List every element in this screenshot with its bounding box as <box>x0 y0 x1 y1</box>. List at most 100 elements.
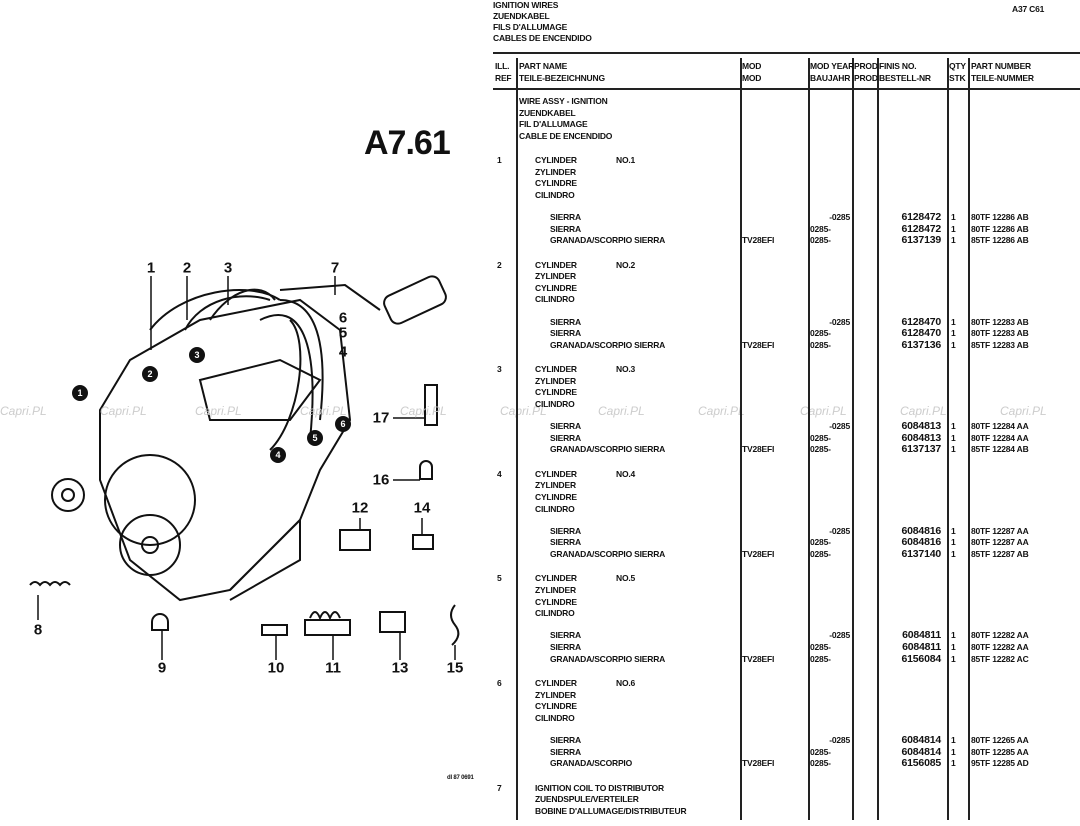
variant-name: GRANADA/SCORPIO SIERRA <box>550 444 666 455</box>
column-header: BAUJAHR <box>810 73 851 83</box>
quantity: 1 <box>951 421 956 432</box>
column-divider <box>808 58 810 820</box>
callout-label: 12 <box>351 499 369 517</box>
column-header: ILL. <box>495 61 510 71</box>
quantity: 1 <box>951 746 956 757</box>
model-year: -0285 <box>829 212 850 222</box>
model-year: -0285 <box>829 735 850 745</box>
finis-number: 6084814 <box>901 745 942 758</box>
watermark: Capri.PL <box>195 404 242 418</box>
cylinder-number: NO.2 <box>616 259 636 270</box>
column-header: MOD <box>742 73 762 83</box>
column-header: PART NUMBER <box>971 61 1031 71</box>
part-number: 80TF 12284 AA <box>971 421 1029 432</box>
finis-number: 6137139 <box>901 234 942 247</box>
part-name: CYLINDER <box>535 364 577 375</box>
variant-name: SIERRA <box>550 212 581 222</box>
variant-name: SIERRA <box>550 735 581 745</box>
ill-ref: 6 <box>497 678 502 688</box>
model-year: 0285- <box>810 444 831 455</box>
variant-name: SIERRA <box>550 642 581 652</box>
part-name: ZYLINDER <box>535 480 576 491</box>
part-name: CYLINDRE <box>535 178 577 189</box>
model-code: TV28EFI <box>742 758 775 769</box>
part-number: 80TF 12286 AB <box>971 212 1029 222</box>
quantity: 1 <box>951 316 956 327</box>
part-name: CYLINDRE <box>535 701 577 712</box>
model-code: TV28EFI <box>742 444 775 455</box>
model-code: TV28EFI <box>742 653 775 664</box>
model-year: -0285 <box>829 525 850 536</box>
variant-name: SIERRA <box>550 525 581 536</box>
model-year: -0285 <box>829 630 850 641</box>
part-number: 85TF 12286 AB <box>971 235 1029 246</box>
callout-label: 1 <box>146 259 156 277</box>
variant-name: GRANADA/SCORPIO SIERRA <box>550 235 666 246</box>
model-year: 0285- <box>810 642 831 652</box>
variant-name: SIERRA <box>550 316 581 327</box>
model-year: 0285- <box>810 235 831 246</box>
column-header: TEILE-BEZEICHNUNG <box>519 73 605 83</box>
part-name: CILINDRO <box>535 503 575 514</box>
callout-label: 17 <box>372 409 390 427</box>
callout-label: 3 <box>223 259 233 277</box>
part-number: 80TF 12287 AA <box>971 537 1029 548</box>
model-year: 0285- <box>810 758 831 769</box>
part-name: CILINDRO <box>535 712 575 723</box>
part-name: CYLINDER <box>535 155 577 165</box>
ill-ref: 5 <box>497 573 502 584</box>
quantity: 1 <box>951 630 956 641</box>
watermark: Capri.PL <box>1000 404 1047 418</box>
part-number: 85TF 12284 AB <box>971 444 1029 455</box>
variant-name: SIERRA <box>550 223 581 234</box>
finis-number: 6084811 <box>902 629 941 642</box>
model-year: 0285- <box>810 746 831 757</box>
column-divider <box>968 58 970 820</box>
part-name: ZYLINDER <box>535 585 576 595</box>
finis-number: 6128470 <box>901 327 942 340</box>
engine-exploded-diagram <box>29 275 460 660</box>
model-year: 0285- <box>810 223 831 234</box>
figure-code: A7.61 <box>364 124 451 162</box>
cylinder-number: NO.1 <box>616 155 636 165</box>
circled-callout: 6 <box>340 419 346 429</box>
circled-callout: 4 <box>275 450 281 460</box>
part-number: 80TF 12282 AA <box>971 642 1029 652</box>
part-name: CYLINDER <box>535 573 577 584</box>
finis-number: 6084813 <box>901 420 942 433</box>
variant-name: GRANADA/SCORPIO <box>550 758 633 769</box>
part-number: 85TF 12282 AC <box>971 653 1029 664</box>
finis-number: 6084814 <box>901 734 942 746</box>
corner-mark: dl 87 0691 <box>447 775 474 781</box>
watermark: Capri.PL <box>900 404 947 418</box>
ill-ref: 7 <box>497 782 502 793</box>
assembly-name: ZUENDKABEL <box>519 107 576 118</box>
model-code: TV28EFI <box>742 339 775 350</box>
watermark: Capri.PL <box>0 404 47 418</box>
part-name: CYLINDER <box>535 468 577 479</box>
quantity: 1 <box>951 235 956 246</box>
title-line: IGNITION WIRES <box>493 0 559 10</box>
finis-number: 6084811 <box>902 641 941 653</box>
quantity: 1 <box>951 444 956 455</box>
part-number: 80TF 12283 AB <box>971 328 1029 339</box>
watermark: Capri.PL <box>500 404 547 418</box>
column-header: STK <box>949 73 966 83</box>
callout-label: 5 <box>338 324 348 342</box>
title-line: FILS D'ALLUMAGE <box>493 22 568 32</box>
part-name: CILINDRO <box>535 608 575 619</box>
circled-callout: 1 <box>77 388 83 398</box>
finis-number: 6137140 <box>901 548 942 560</box>
column-header: MOD YEAR <box>810 61 855 71</box>
model-year: -0285 <box>829 421 850 432</box>
ill-ref: 4 <box>497 468 502 479</box>
quantity: 1 <box>951 432 956 443</box>
part-name: CYLINDRE <box>535 596 577 607</box>
callout-label: 8 <box>33 621 43 639</box>
finis-number: 6128472 <box>901 222 942 235</box>
variant-name: SIERRA <box>550 537 581 548</box>
model-code: TV28EFI <box>742 549 775 559</box>
callout-label: 16 <box>372 471 390 489</box>
table-rule <box>493 88 1080 90</box>
finis-number: 6137136 <box>901 338 942 351</box>
